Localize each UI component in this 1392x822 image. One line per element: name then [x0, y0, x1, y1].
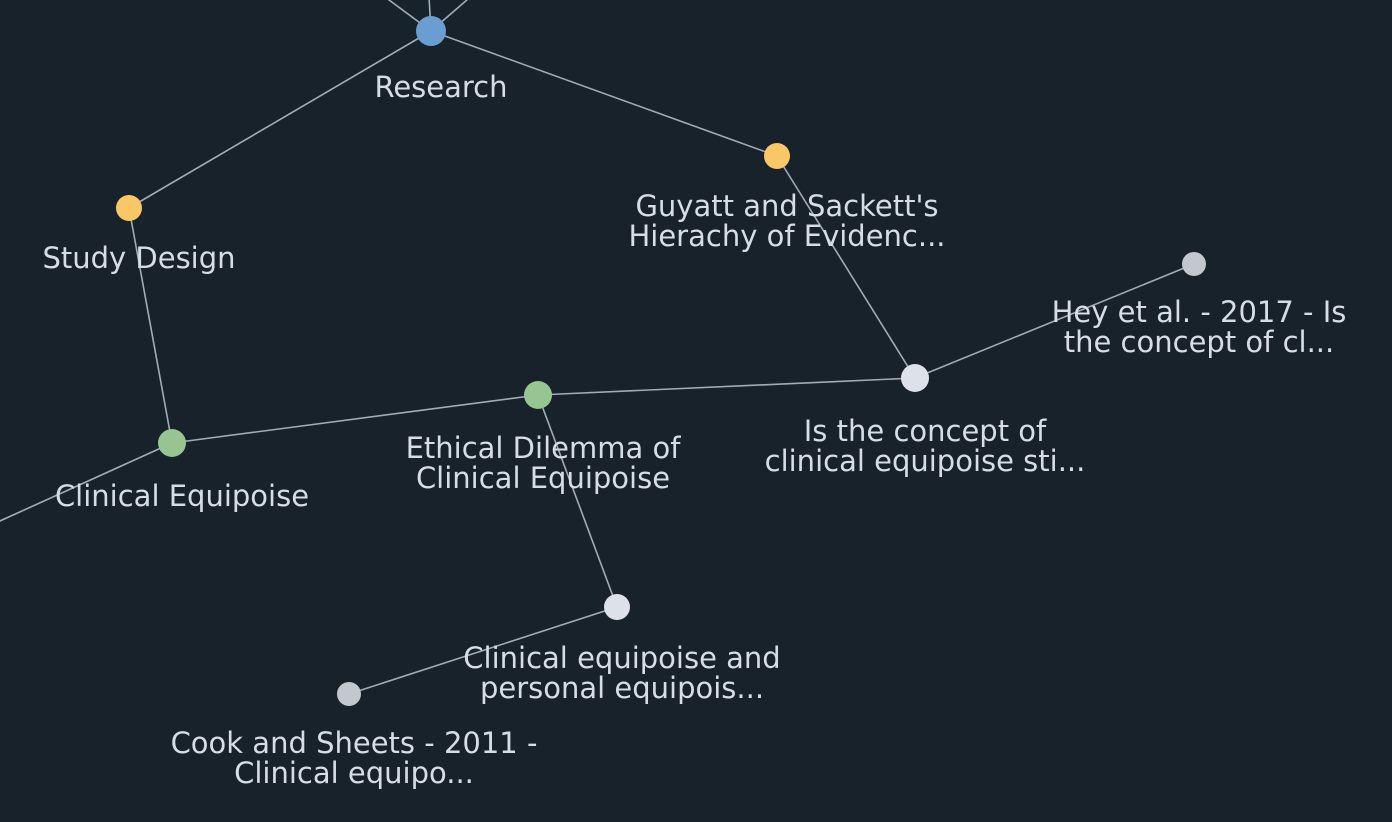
node-personal-equipoise[interactable]	[604, 594, 630, 620]
node-cook-sheets[interactable]	[337, 682, 361, 706]
node-hey-2017[interactable]	[1182, 252, 1206, 276]
node-research[interactable]	[416, 16, 446, 46]
node-label-line: the concept of cl...	[1064, 325, 1335, 359]
node-clinical-equipoise[interactable]	[158, 429, 186, 457]
edge-personal-equipoise-cook-sheets	[348, 606, 618, 695]
node-label-line: Clinical equipoise and	[463, 641, 780, 675]
node-label-line: Clinical equipo...	[234, 756, 474, 790]
node-label-cook-sheets: Cook and Sheets - 2011 -Clinical equipo.…	[171, 726, 538, 790]
node-label-line: Guyatt and Sackett's	[635, 189, 938, 223]
edge-research-study-design	[128, 30, 432, 209]
node-label-line: Is the concept of	[804, 414, 1047, 448]
edge-study-design-clinical-equipoise	[128, 207, 173, 444]
node-guyatt[interactable]	[764, 143, 790, 169]
node-label-line: personal equipois...	[480, 671, 764, 705]
node-label-line: Clinical Equipoise	[55, 479, 309, 513]
node-ethical-dilemma[interactable]	[524, 381, 552, 409]
node-label-line: Research	[374, 70, 507, 104]
node-label-line: Ethical Dilemma of	[406, 431, 682, 465]
node-label-clinical-equipoise: Clinical Equipoise	[55, 479, 309, 513]
node-label-line: clinical equipoise sti...	[765, 444, 1086, 478]
edge-research-guyatt	[430, 30, 778, 157]
edge-ethical-dilemma-personal-equipoise	[537, 394, 618, 608]
edge-ethical-dilemma-clinical-equipoise	[171, 394, 539, 444]
edge-hey-2017-is-concept	[914, 263, 1195, 379]
node-label-line: Hey et al. - 2017 - Is	[1052, 295, 1347, 329]
node-label-research: Research	[374, 70, 507, 104]
node-label-line: Study Design	[42, 241, 235, 275]
node-is-concept[interactable]	[901, 364, 929, 392]
edge-is-concept-ethical-dilemma	[537, 377, 916, 396]
node-study-design[interactable]	[116, 195, 142, 221]
edge-guyatt-is-concept	[776, 155, 916, 379]
edge-offscreen-4	[0, 442, 173, 522]
node-label-line: Hierachy of Evidenc...	[628, 219, 945, 253]
node-label-study-design: Study Design	[42, 241, 235, 275]
edges	[128, 30, 1195, 695]
node-label-line: Cook and Sheets - 2011 -	[171, 726, 538, 760]
node-label-line: Clinical Equipoise	[416, 461, 670, 495]
nodes	[116, 16, 1206, 706]
